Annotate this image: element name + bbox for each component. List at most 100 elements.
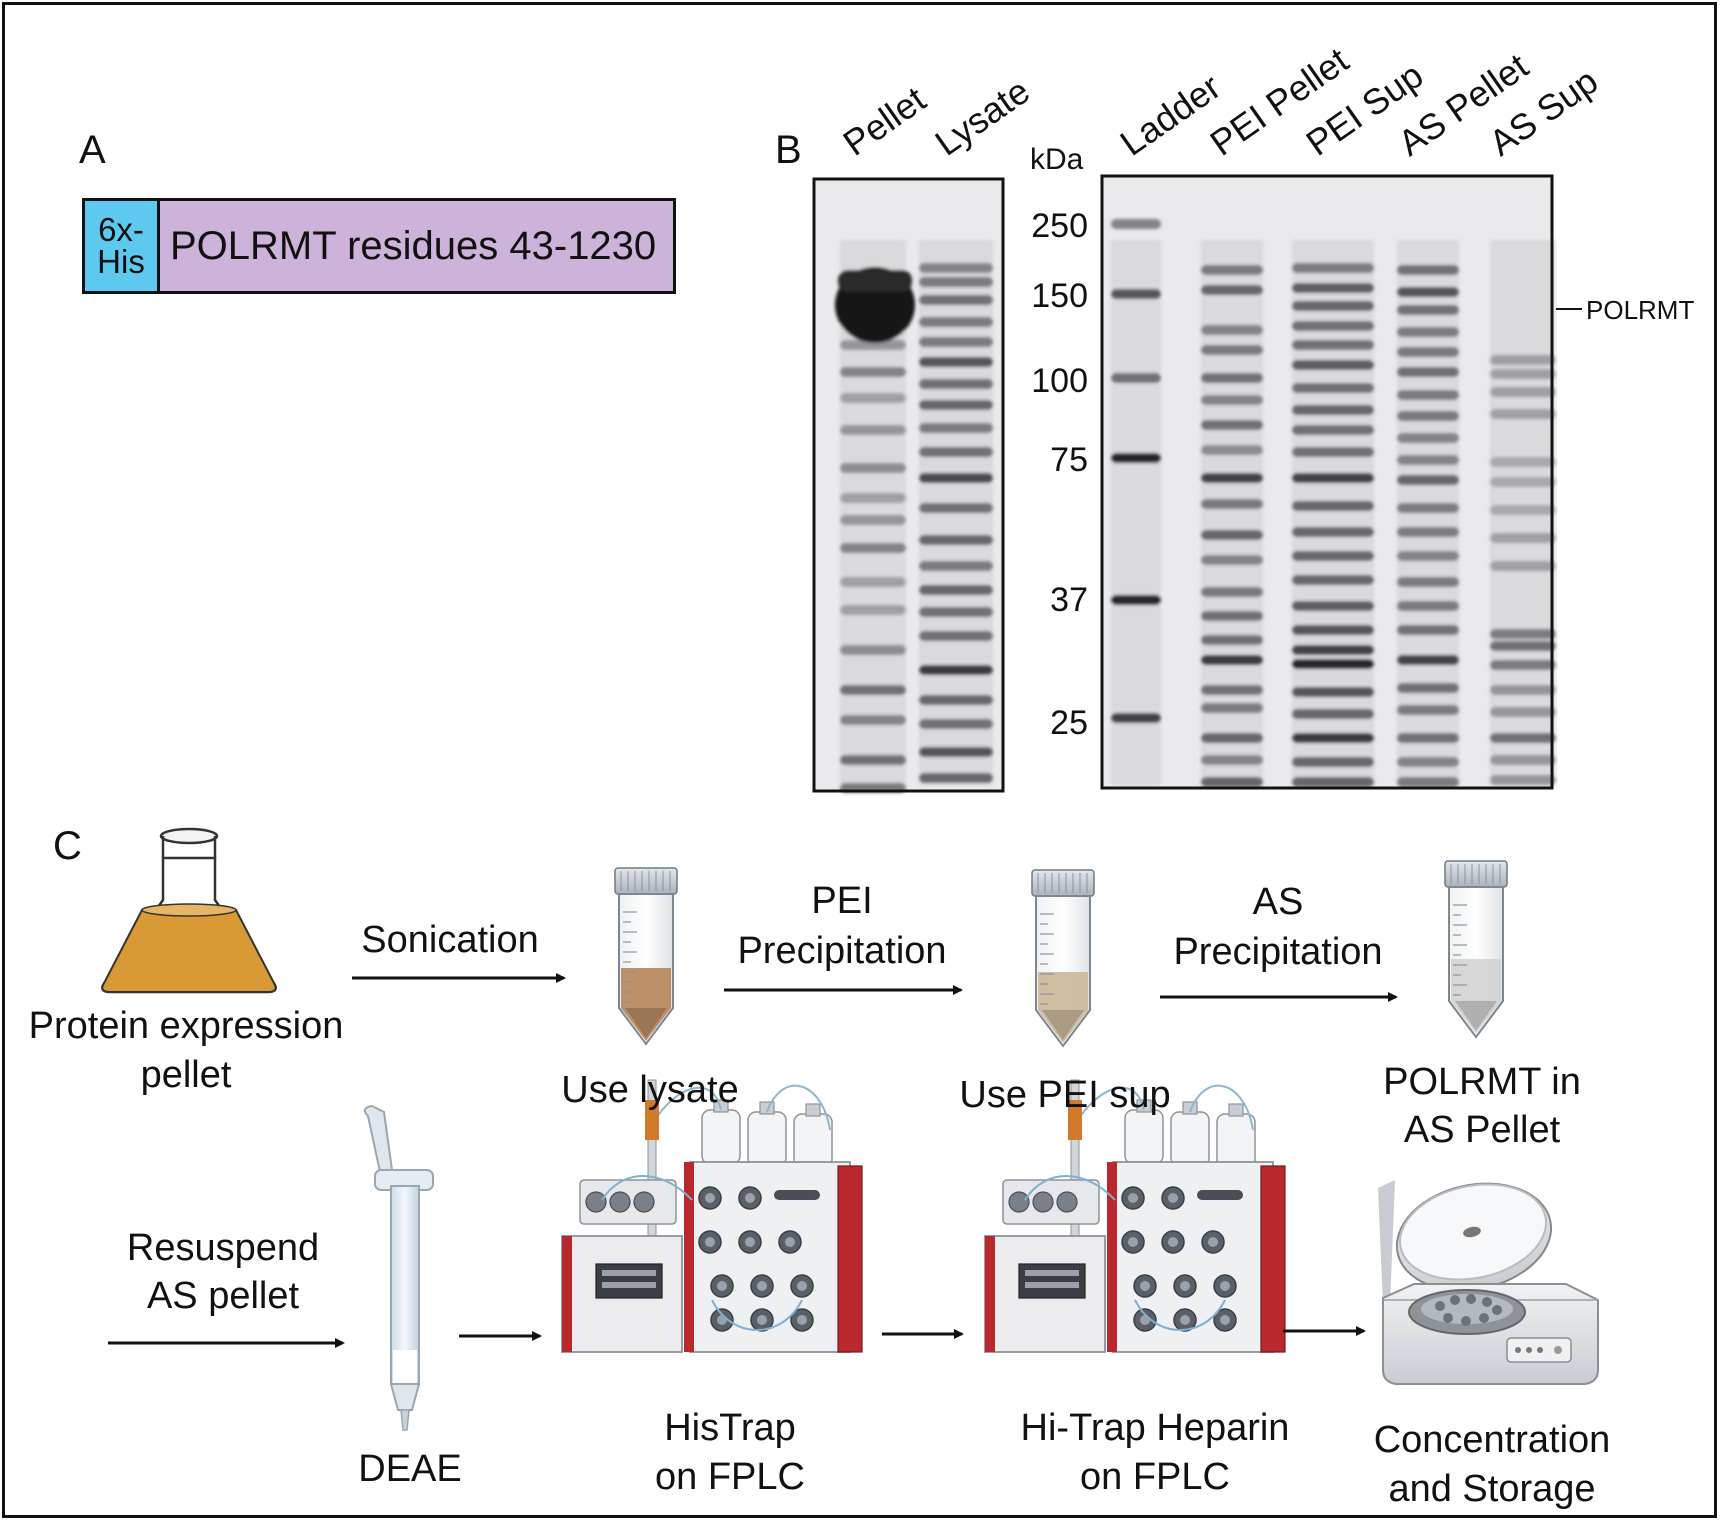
gel-band-pei-pellet-18 (1201, 733, 1263, 743)
gel-band-as-pellet-1 (1397, 287, 1459, 297)
step-storage-label: Concentration and Storage (1352, 1416, 1632, 1515)
gel-band-as-sup-2 (1490, 387, 1556, 397)
gel-band-pellet-4 (840, 463, 906, 473)
gel-band-pellet-11 (840, 685, 906, 695)
polrmt-band-label: POLRMT (1586, 295, 1695, 325)
gel-band-pei-pellet-14 (1201, 635, 1263, 645)
gel-band-pei-pellet-0 (1201, 265, 1263, 275)
step-as-pellet-label: POLRMT in AS Pellet (1362, 1058, 1602, 1155)
gel-band-lysate-15 (919, 607, 993, 617)
arrow-resuspend-line2: AS pellet (146, 1275, 300, 1318)
gel-band-pellet-8 (840, 577, 906, 587)
gel-band-as-sup-13 (1490, 707, 1556, 717)
gel-band-pellet-2 (840, 393, 906, 403)
gel-band-pellet-0 (840, 340, 906, 350)
marker-75: 75 (1050, 441, 1088, 479)
arrow-as-line1: AS (1252, 881, 1304, 923)
deae-column-icon (363, 1104, 434, 1431)
gel-band-as-pellet-9 (1397, 455, 1459, 465)
gel-band-pei-sup-5 (1292, 360, 1374, 370)
gel-band-pei-pellet-2 (1201, 325, 1263, 335)
arrow-as-line2: Precipitation (1173, 931, 1383, 974)
panel-b-letter: B (775, 128, 802, 172)
gel-band-pei-pellet-20 (1201, 777, 1263, 787)
gel-right-frame (1100, 174, 1554, 790)
gel-band-pei-pellet-6 (1201, 420, 1263, 430)
gel-band-pei-sup-22 (1292, 757, 1374, 767)
gel-band-as-pellet-2 (1397, 305, 1459, 315)
flask-icon (101, 827, 277, 994)
gel-band-pellet-10 (840, 645, 906, 655)
panel-a-letter: A (79, 128, 106, 172)
arrow-as-label: AS Precipitation (1148, 877, 1408, 977)
arrow-pei-label: PEI Precipitation (712, 876, 972, 976)
step-histrap-label: HisTrap on FPLC (610, 1404, 850, 1501)
gel-band-pei-pellet-19 (1201, 755, 1263, 765)
gel-band-pei-pellet-10 (1201, 530, 1263, 540)
gel-band-pei-pellet-3 (1201, 345, 1263, 355)
gel-band-pei-sup-16 (1292, 625, 1374, 635)
his-tag-segment: 6x- His (85, 201, 160, 291)
gel-band-lysate-16 (919, 631, 993, 641)
gel-band-lysate-9 (919, 447, 993, 457)
gel-band-pei-sup-0 (1292, 263, 1374, 273)
arrow-pei-line2: Precipitation (737, 930, 947, 973)
gel-band-pei-sup-18 (1292, 659, 1374, 669)
gel-band-as-pellet-18 (1397, 683, 1459, 693)
gel-band-pei-pellet-11 (1201, 555, 1263, 565)
gel-band-lysate-13 (919, 561, 993, 571)
gel-band-as-pellet-7 (1397, 411, 1459, 421)
gel-band-pei-sup-2 (1292, 301, 1374, 311)
gel-band-as-pellet-11 (1397, 503, 1459, 513)
gel-band-pellet-7 (840, 543, 906, 553)
gel-band-pei-sup-17 (1292, 645, 1374, 655)
gel-band-pei-pellet-4 (1201, 373, 1263, 383)
step-deae-label: DEAE (358, 1448, 462, 1490)
gel-band-ladder-1 (1111, 289, 1161, 299)
gel-band-as-pellet-17 (1397, 655, 1459, 665)
gel-band-pellet-13 (840, 755, 906, 765)
step-as-pellet-line2: AS Pellet (1403, 1109, 1561, 1152)
gel-band-pei-sup-6 (1292, 383, 1374, 393)
gel-band-ladder-5 (1111, 713, 1161, 723)
kda-unit-label: kDa (1030, 143, 1084, 176)
marker-25: 25 (1050, 704, 1088, 742)
gel-band-pei-pellet-8 (1201, 473, 1263, 483)
arrow-sonication-label: Sonication (361, 919, 539, 961)
gel-band-pei-sup-12 (1292, 527, 1374, 537)
gel-band-as-pellet-6 (1397, 390, 1459, 400)
construct-diagram: 6x- His POLRMT residues 43-1230 (82, 198, 676, 294)
gel-band-lysate-0 (919, 263, 993, 273)
gel-band-pei-pellet-9 (1201, 499, 1263, 509)
gel-band-pei-sup-10 (1292, 473, 1374, 483)
as-pellet-tube-icon (1444, 860, 1508, 1039)
gel-band-lysate-21 (919, 773, 993, 783)
gel-band-as-pellet-10 (1397, 475, 1459, 485)
marker-100: 100 (1031, 362, 1088, 400)
gel-band-pei-pellet-7 (1201, 445, 1263, 455)
step-lysate-label: Use lysate (561, 1069, 739, 1111)
gel-band-as-sup-0 (1490, 355, 1556, 365)
step-heparin-line1: Hi-Trap Heparin (1020, 1407, 1290, 1449)
gel-band-pei-sup-9 (1292, 447, 1374, 457)
gel-band-as-pellet-8 (1397, 433, 1459, 443)
gel-lane-ladder-smear (1111, 240, 1161, 785)
gel-band-as-sup-11 (1490, 660, 1556, 670)
gel-band-lysate-5 (919, 357, 993, 367)
fplc-histrap-icon (561, 1079, 863, 1353)
gel-band-pellet-polrmt-top (838, 270, 912, 292)
gel-band-as-pellet-0 (1397, 265, 1459, 275)
marker-150: 150 (1031, 277, 1088, 315)
gel-band-as-sup-14 (1490, 733, 1556, 743)
gel-band-as-pellet-15 (1397, 601, 1459, 611)
arrow-resuspend-line1: Resuspend (126, 1227, 320, 1269)
gel-band-as-pellet-4 (1397, 347, 1459, 357)
gel-band-pei-sup-8 (1292, 425, 1374, 435)
gel-band-as-pellet-19 (1397, 705, 1459, 715)
arrow-resuspend-label: Resuspend AS pellet (103, 1224, 343, 1321)
gel-band-lysate-20 (919, 747, 993, 757)
fplc-heparin-icon (984, 1079, 1286, 1353)
gel-band-ladder-2 (1111, 373, 1161, 383)
polrmt-segment: POLRMT residues 43-1230 (160, 201, 673, 291)
